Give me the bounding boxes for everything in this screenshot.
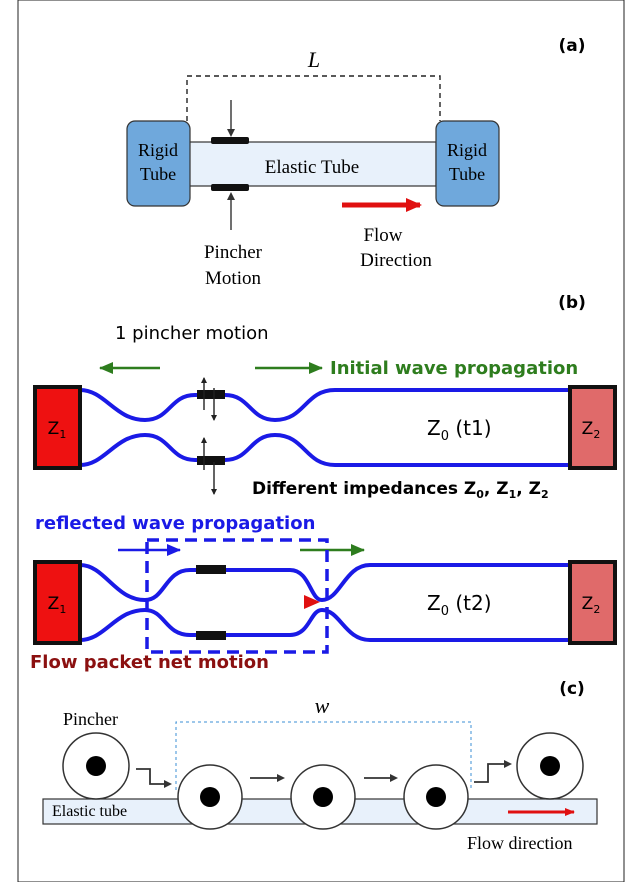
- imp-sub-0: 0: [476, 488, 484, 501]
- imp-sub-1: 1: [509, 488, 517, 501]
- t1-time-label: (t1): [449, 416, 492, 440]
- t1-z1-block: [33, 385, 82, 470]
- t2-tube-bottom: [79, 607, 570, 642]
- flow-packet-label: Flow packet net motion: [30, 652, 269, 673]
- right-rigid-tube: [435, 120, 500, 207]
- panel-c-label: (c): [559, 679, 585, 699]
- impedances-label: Different impedances Z0, Z1, Z2: [252, 479, 549, 501]
- width-label: w: [315, 693, 330, 718]
- t2-z2-letter: Z: [582, 594, 594, 614]
- t2-z0-subscript: 0: [441, 604, 449, 619]
- t1-z1-subscript: 1: [59, 428, 66, 441]
- imp-sep-2: , Z: [516, 479, 541, 499]
- elastic-tube-label: Elastic Tube: [265, 157, 359, 178]
- left-rigid-tube-label-2: Tube: [140, 164, 176, 184]
- t2-z2-block: [568, 560, 617, 645]
- flow-packet-box: [145, 538, 329, 654]
- length-bracket: [186, 75, 441, 121]
- pincher-motion-label-1: Pincher: [204, 242, 263, 263]
- t1-pincher-top: [197, 390, 225, 399]
- roller-2-hub: [200, 787, 220, 807]
- pincher-bottom: [211, 184, 249, 191]
- imp-sub-2: 2: [541, 488, 549, 501]
- flow-direction-label-1: Flow: [363, 225, 402, 246]
- elastic-tube: [187, 141, 437, 187]
- t1-z0-letter: Z: [427, 416, 441, 440]
- pincher-motion-title: 1 pincher motion: [115, 323, 269, 344]
- t1-z0-label: Z0 (t1): [427, 416, 492, 444]
- pincher-top: [211, 137, 249, 144]
- left-rigid-tube: [126, 120, 191, 207]
- t1-tube-top: [79, 388, 570, 423]
- t2-z2-subscript: 2: [593, 603, 600, 616]
- right-rigid-tube-label-1: Rigid: [447, 140, 487, 160]
- length-label: L: [307, 47, 320, 72]
- flow-direction-label-2: Direction: [360, 250, 432, 271]
- t2-pincher-bottom: [196, 631, 226, 640]
- width-bracket: [175, 721, 472, 790]
- t2-z1-label: Z1: [48, 594, 67, 616]
- roller-arrow-4: [474, 760, 512, 783]
- reflected-wave-label: reflected wave propagation: [35, 513, 315, 534]
- panel-a-label: (a): [558, 36, 585, 56]
- t2-z0-letter: Z: [427, 591, 441, 615]
- t1-z2-subscript: 2: [593, 428, 600, 441]
- roller-3-hub: [313, 787, 333, 807]
- elastic-tube-c-label: Elastic tube: [52, 803, 127, 820]
- t1-pincher-bottom: [197, 456, 225, 465]
- roller-4-hub: [426, 787, 446, 807]
- t1-z2-block: [568, 385, 617, 470]
- panel-a: (a) L Elastic Tube Rigid Tube Rigid Tube…: [126, 36, 586, 289]
- t2-z2-label: Z2: [582, 594, 601, 616]
- t1-z2-label: Z2: [582, 419, 601, 441]
- t2-time-label: (t2): [449, 591, 492, 615]
- panel-b-label: (b): [558, 293, 586, 313]
- t1-z1-label: Z1: [48, 419, 67, 441]
- t1-z0-subscript: 0: [441, 429, 449, 444]
- t2-z0-label: Z0 (t2): [427, 591, 492, 619]
- impedances-text: Different impedances Z: [252, 479, 476, 499]
- left-rigid-tube-label-1: Rigid: [138, 140, 178, 160]
- t1-z2-letter: Z: [582, 419, 594, 439]
- t2-z1-block: [33, 560, 82, 645]
- t2-tube-top: [79, 563, 570, 603]
- t1-z1-letter: Z: [48, 419, 60, 439]
- t2-pincher-top: [196, 565, 226, 574]
- roller-5-hub: [540, 756, 560, 776]
- figure-border: [17, 0, 625, 882]
- t2-z1-subscript: 1: [59, 603, 66, 616]
- initial-wave-label: Initial wave propagation: [330, 358, 578, 379]
- t2-z1-letter: Z: [48, 594, 60, 614]
- right-rigid-tube-label-2: Tube: [449, 164, 485, 184]
- roller-1-hub: [86, 756, 106, 776]
- panel-b: (b) 1 pincher motion Initial wave propag…: [30, 293, 617, 673]
- pincher-c-label: Pincher: [63, 709, 118, 729]
- imp-sep-1: , Z: [484, 479, 509, 499]
- t1-tube-bottom: [79, 432, 570, 467]
- pincher-motion-label-2: Motion: [205, 268, 261, 289]
- panel-c: (c) Elastic tube w Pincher Flow directio…: [42, 679, 598, 853]
- flow-direction-c-label: Flow direction: [467, 833, 573, 853]
- roller-arrow-1: [136, 768, 172, 788]
